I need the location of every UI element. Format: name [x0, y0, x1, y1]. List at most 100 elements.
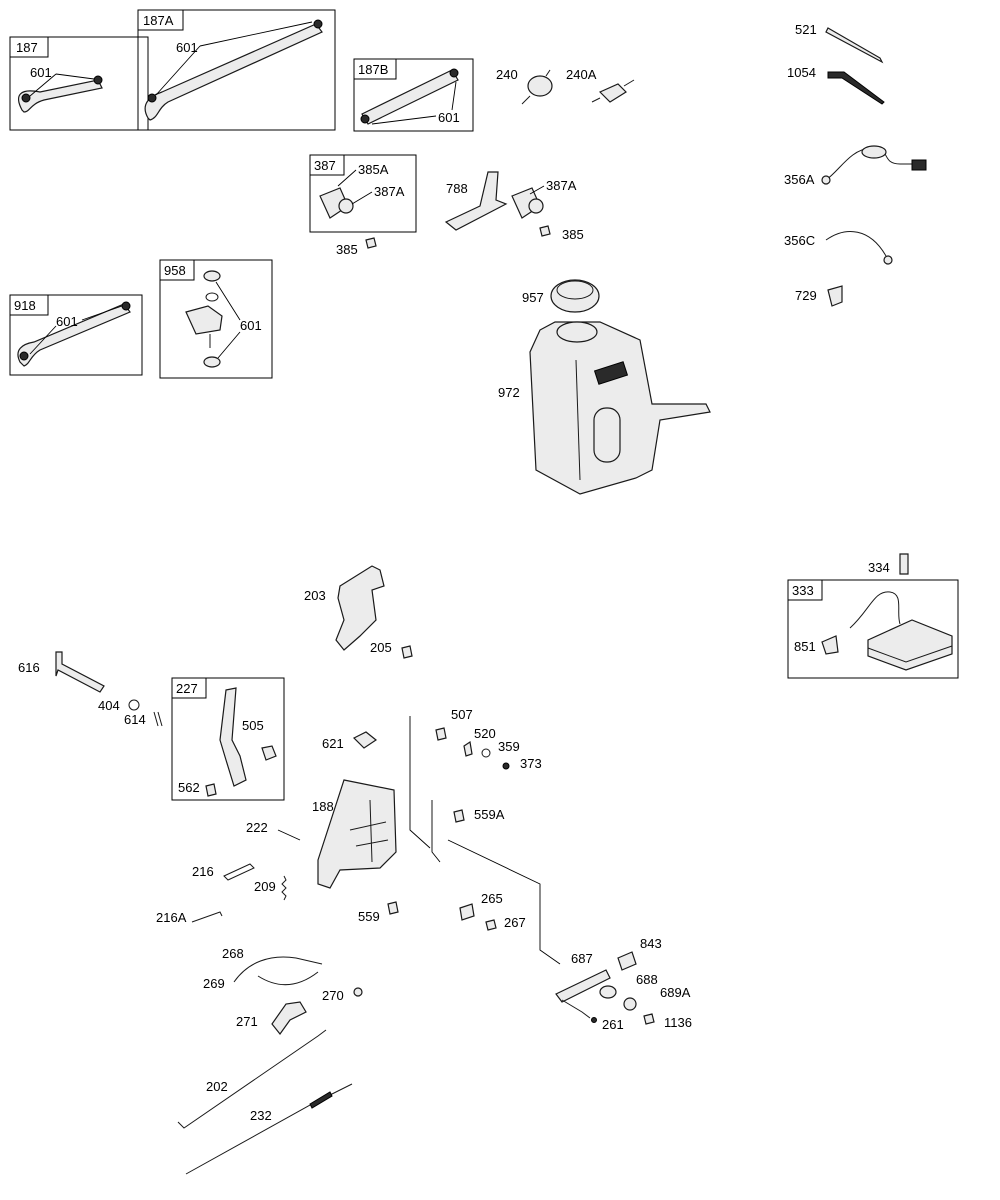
pin-521 — [825, 27, 884, 64]
kit-227-box: 227 505 562 — [171, 677, 285, 801]
callout-187B: 187B — [358, 62, 388, 77]
callout-621: 621 — [322, 736, 344, 751]
rod-202 — [177, 1029, 327, 1129]
callout-972: 972 — [498, 385, 520, 400]
link-216 — [223, 863, 255, 881]
governor-shaft-group: 616 404 614 — [18, 651, 163, 727]
callout-188: 188 — [312, 799, 334, 814]
bracket-203 — [335, 565, 385, 651]
callout-387: 387 — [314, 158, 336, 173]
callout-240A: 240A — [566, 67, 597, 82]
clamp-icon — [19, 351, 29, 361]
callout-688: 688 — [636, 972, 658, 987]
kit-958-box: 958 601 — [159, 259, 273, 379]
misc-parts-right: 521 1054 356A 356C 729 — [784, 22, 927, 307]
spring-209 — [281, 875, 287, 901]
callout-601: 601 — [56, 314, 78, 329]
bushing-689A — [623, 997, 637, 1011]
callout-356C: 356C — [784, 233, 815, 248]
clamp-icon — [203, 270, 221, 282]
bolt-334 — [899, 553, 909, 575]
knob-843 — [617, 951, 637, 971]
callout-387A: 387A — [374, 184, 405, 199]
callout-222: 222 — [246, 820, 268, 835]
screw-icon — [387, 901, 399, 915]
callout-1136: 1136 — [664, 1015, 692, 1030]
clamp-icon — [147, 93, 157, 103]
clamp-icon — [313, 19, 323, 29]
callout-387A: 387A — [546, 178, 577, 193]
screw-icon — [453, 809, 465, 823]
fuel-line-918 — [17, 303, 131, 367]
control-lever-687-group: 687 843 688 689A 261 1136 — [555, 936, 692, 1032]
callout-601: 601 — [240, 318, 262, 333]
washer-icon — [128, 699, 140, 711]
callout-202: 202 — [206, 1079, 228, 1094]
kit-918-box: 918 601 — [9, 294, 143, 376]
callout-601: 601 — [176, 40, 198, 55]
callout-851: 851 — [794, 639, 816, 654]
nut-icon — [353, 987, 363, 997]
callout-227: 227 — [176, 681, 198, 696]
callout-385: 385 — [336, 242, 358, 257]
callout-269: 269 — [203, 976, 225, 991]
callout-614: 614 — [124, 712, 146, 727]
fuel-line-187A — [144, 23, 323, 121]
callout-334: 334 — [868, 560, 890, 575]
shaft-616 — [55, 651, 105, 693]
clip-621 — [352, 731, 378, 749]
callout-203: 203 — [304, 588, 326, 603]
callout-687: 687 — [571, 951, 593, 966]
clamp-icon — [360, 114, 370, 124]
callout-601: 601 — [438, 110, 460, 125]
callout-267: 267 — [504, 915, 526, 930]
fuel-filter-240 — [527, 75, 553, 97]
governor-lever-227 — [219, 687, 247, 787]
kit-187B-box: 187B 601 — [353, 58, 474, 132]
rods-group: 202 232 — [177, 1029, 353, 1175]
screw-icon — [485, 919, 497, 931]
screw-icon — [365, 237, 377, 249]
callout-616: 616 — [18, 660, 40, 675]
screw-icon — [205, 783, 217, 797]
callout-359: 359 — [498, 739, 520, 754]
callout-788: 788 — [446, 181, 468, 196]
callout-265: 265 — [481, 891, 503, 906]
lever-271 — [271, 1001, 307, 1035]
callout-268: 268 — [222, 946, 244, 961]
callout-216: 216 — [192, 864, 214, 879]
screw-icon — [401, 645, 413, 659]
callout-209: 209 — [254, 879, 276, 894]
clamp-icon — [21, 93, 31, 103]
fuel-cap-957 — [550, 279, 600, 313]
callout-187A: 187A — [143, 13, 174, 28]
callout-270: 270 — [322, 988, 344, 1003]
clip-265 — [459, 903, 475, 921]
callout-216A: 216A — [156, 910, 187, 925]
callout-505: 505 — [242, 718, 264, 733]
screw-icon — [643, 1013, 655, 1025]
callout-507: 507 — [451, 707, 473, 722]
callout-1054: 1054 — [787, 65, 816, 80]
callout-404: 404 — [98, 698, 120, 713]
callout-232: 232 — [250, 1108, 272, 1123]
cable-group: 268 269 270 271 — [203, 946, 363, 1035]
clamp-icon — [121, 301, 131, 311]
nut-icon — [502, 762, 510, 770]
pump-bracket-group: 788 387A 385 — [444, 171, 584, 242]
wire-356C — [825, 231, 887, 257]
clamp-icon — [93, 75, 103, 85]
clip-729 — [827, 285, 843, 307]
knob-688 — [599, 985, 617, 999]
fuel-tank-group: 957 972 — [498, 279, 711, 495]
callout-205: 205 — [370, 640, 392, 655]
fuel-filter-240A — [598, 83, 627, 103]
spring-232 — [309, 1091, 333, 1109]
washer-icon — [481, 748, 491, 758]
fuel-line-187 — [18, 79, 103, 113]
callout-729: 729 — [795, 288, 817, 303]
callout-958: 958 — [164, 263, 186, 278]
callout-843: 843 — [640, 936, 662, 951]
link-216A — [191, 911, 223, 923]
